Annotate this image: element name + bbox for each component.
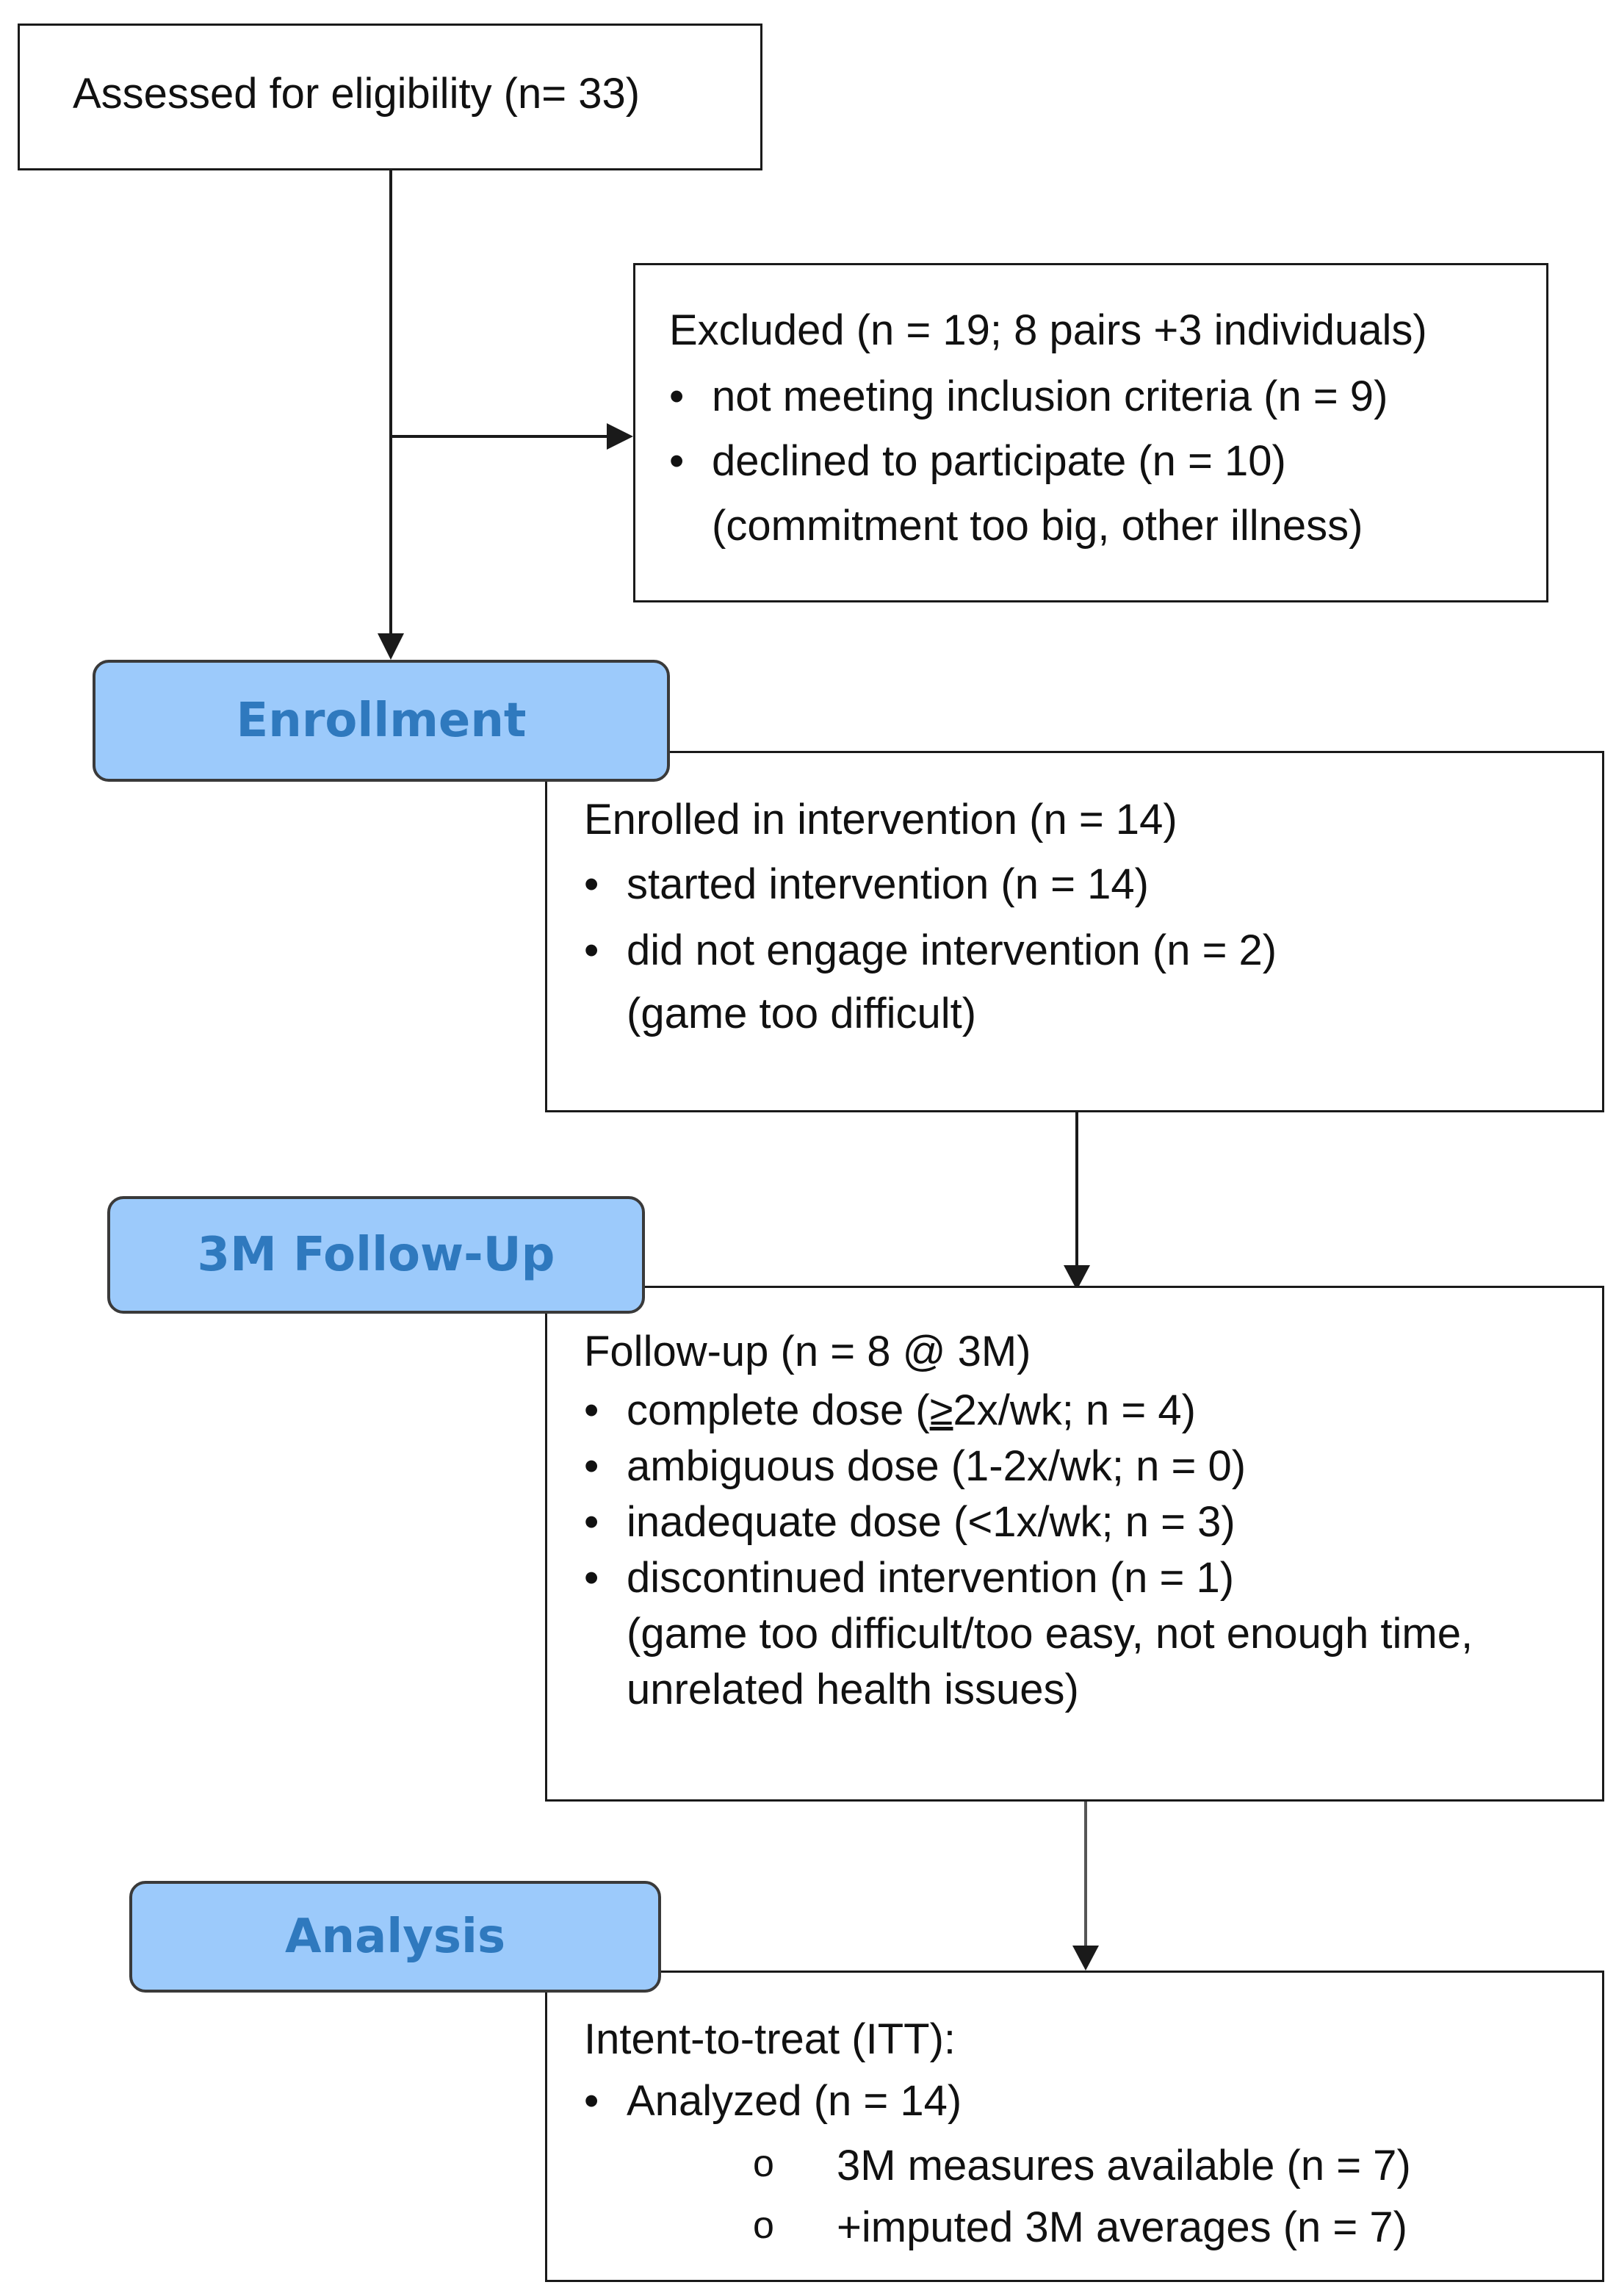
enrolled-item: started intervention (n = 14): [627, 860, 1149, 908]
bullet-icon: •: [584, 926, 599, 974]
complete-suffix: 2x/wk; n = 4): [953, 1386, 1196, 1434]
enrolled-item: did not engage intervention (n = 2): [627, 926, 1277, 974]
enrolled-title: Enrolled in intervention (n = 14): [584, 796, 1177, 843]
arrowhead-followup: [1064, 1265, 1090, 1290]
followup-item: inadequate dose (<1x/wk; n = 3): [627, 1498, 1236, 1546]
circle-bullet-icon: o: [753, 2204, 774, 2247]
assessed-text: Assessed for eligibility (n= 33): [73, 70, 641, 118]
bullet-icon: •: [584, 1386, 599, 1434]
enrolled-note: (game too difficult): [627, 990, 977, 1037]
assessed-box: Assessed for eligibility (n= 33): [18, 24, 762, 170]
arrowhead-excluded: [607, 423, 633, 450]
arrowhead-enrollment: [378, 633, 404, 660]
followup-item-complete: complete dose (≥2x/wk; n = 4): [627, 1389, 1196, 1432]
bullet-icon: •: [669, 373, 685, 420]
circle-bullet-icon: o: [753, 2142, 774, 2185]
excluded-title: Excluded (n = 19; 8 pairs +3 individuals…: [669, 306, 1427, 354]
bullet-icon: •: [584, 1442, 599, 1490]
followup-title: Follow-up (n = 8 @ 3M): [584, 1328, 1031, 1375]
complete-symbol: ≥: [929, 1386, 953, 1434]
stage-followup: 3M Follow-Up: [107, 1196, 645, 1314]
followup-note: (game too difficult/too easy, not enough…: [627, 1610, 1473, 1658]
followup-item: discontinued intervention (n = 1): [627, 1554, 1235, 1602]
analysis-subitem: +imputed 3M averages (n = 7): [837, 2203, 1407, 2251]
followup-box: Follow-up (n = 8 @ 3M) • complete dose (…: [545, 1286, 1604, 1802]
followup-item: ambiguous dose (1-2x/wk; n = 0): [627, 1442, 1247, 1490]
bullet-icon: •: [584, 2077, 599, 2125]
analysis-title: Intent-to-treat (ITT):: [584, 2015, 956, 2063]
analysis-subitem: 3M measures available (n = 7): [837, 2142, 1411, 2189]
enrolled-box: Enrolled in intervention (n = 14) • star…: [545, 751, 1604, 1112]
excluded-note: (commitment too big, other illness): [712, 502, 1363, 550]
analysis-box: Intent-to-treat (ITT): • Analyzed (n = 1…: [545, 1971, 1604, 2282]
bullet-icon: •: [584, 1498, 599, 1546]
bullet-icon: •: [669, 437, 685, 485]
analysis-item: Analyzed (n = 14): [627, 2077, 962, 2125]
arrowhead-analysis: [1072, 1946, 1099, 1971]
complete-prefix: complete dose (: [627, 1386, 930, 1434]
bullet-icon: •: [584, 1554, 599, 1602]
excluded-item: not meeting inclusion criteria (n = 9): [712, 373, 1388, 420]
excluded-item: declined to participate (n = 10): [712, 437, 1286, 485]
followup-note: unrelated health issues): [627, 1666, 1079, 1713]
stage-enrollment: Enrollment: [93, 660, 670, 782]
bullet-icon: •: [584, 860, 599, 908]
stage-analysis: Analysis: [129, 1881, 661, 1993]
excluded-box: Excluded (n = 19; 8 pairs +3 individuals…: [633, 263, 1548, 602]
